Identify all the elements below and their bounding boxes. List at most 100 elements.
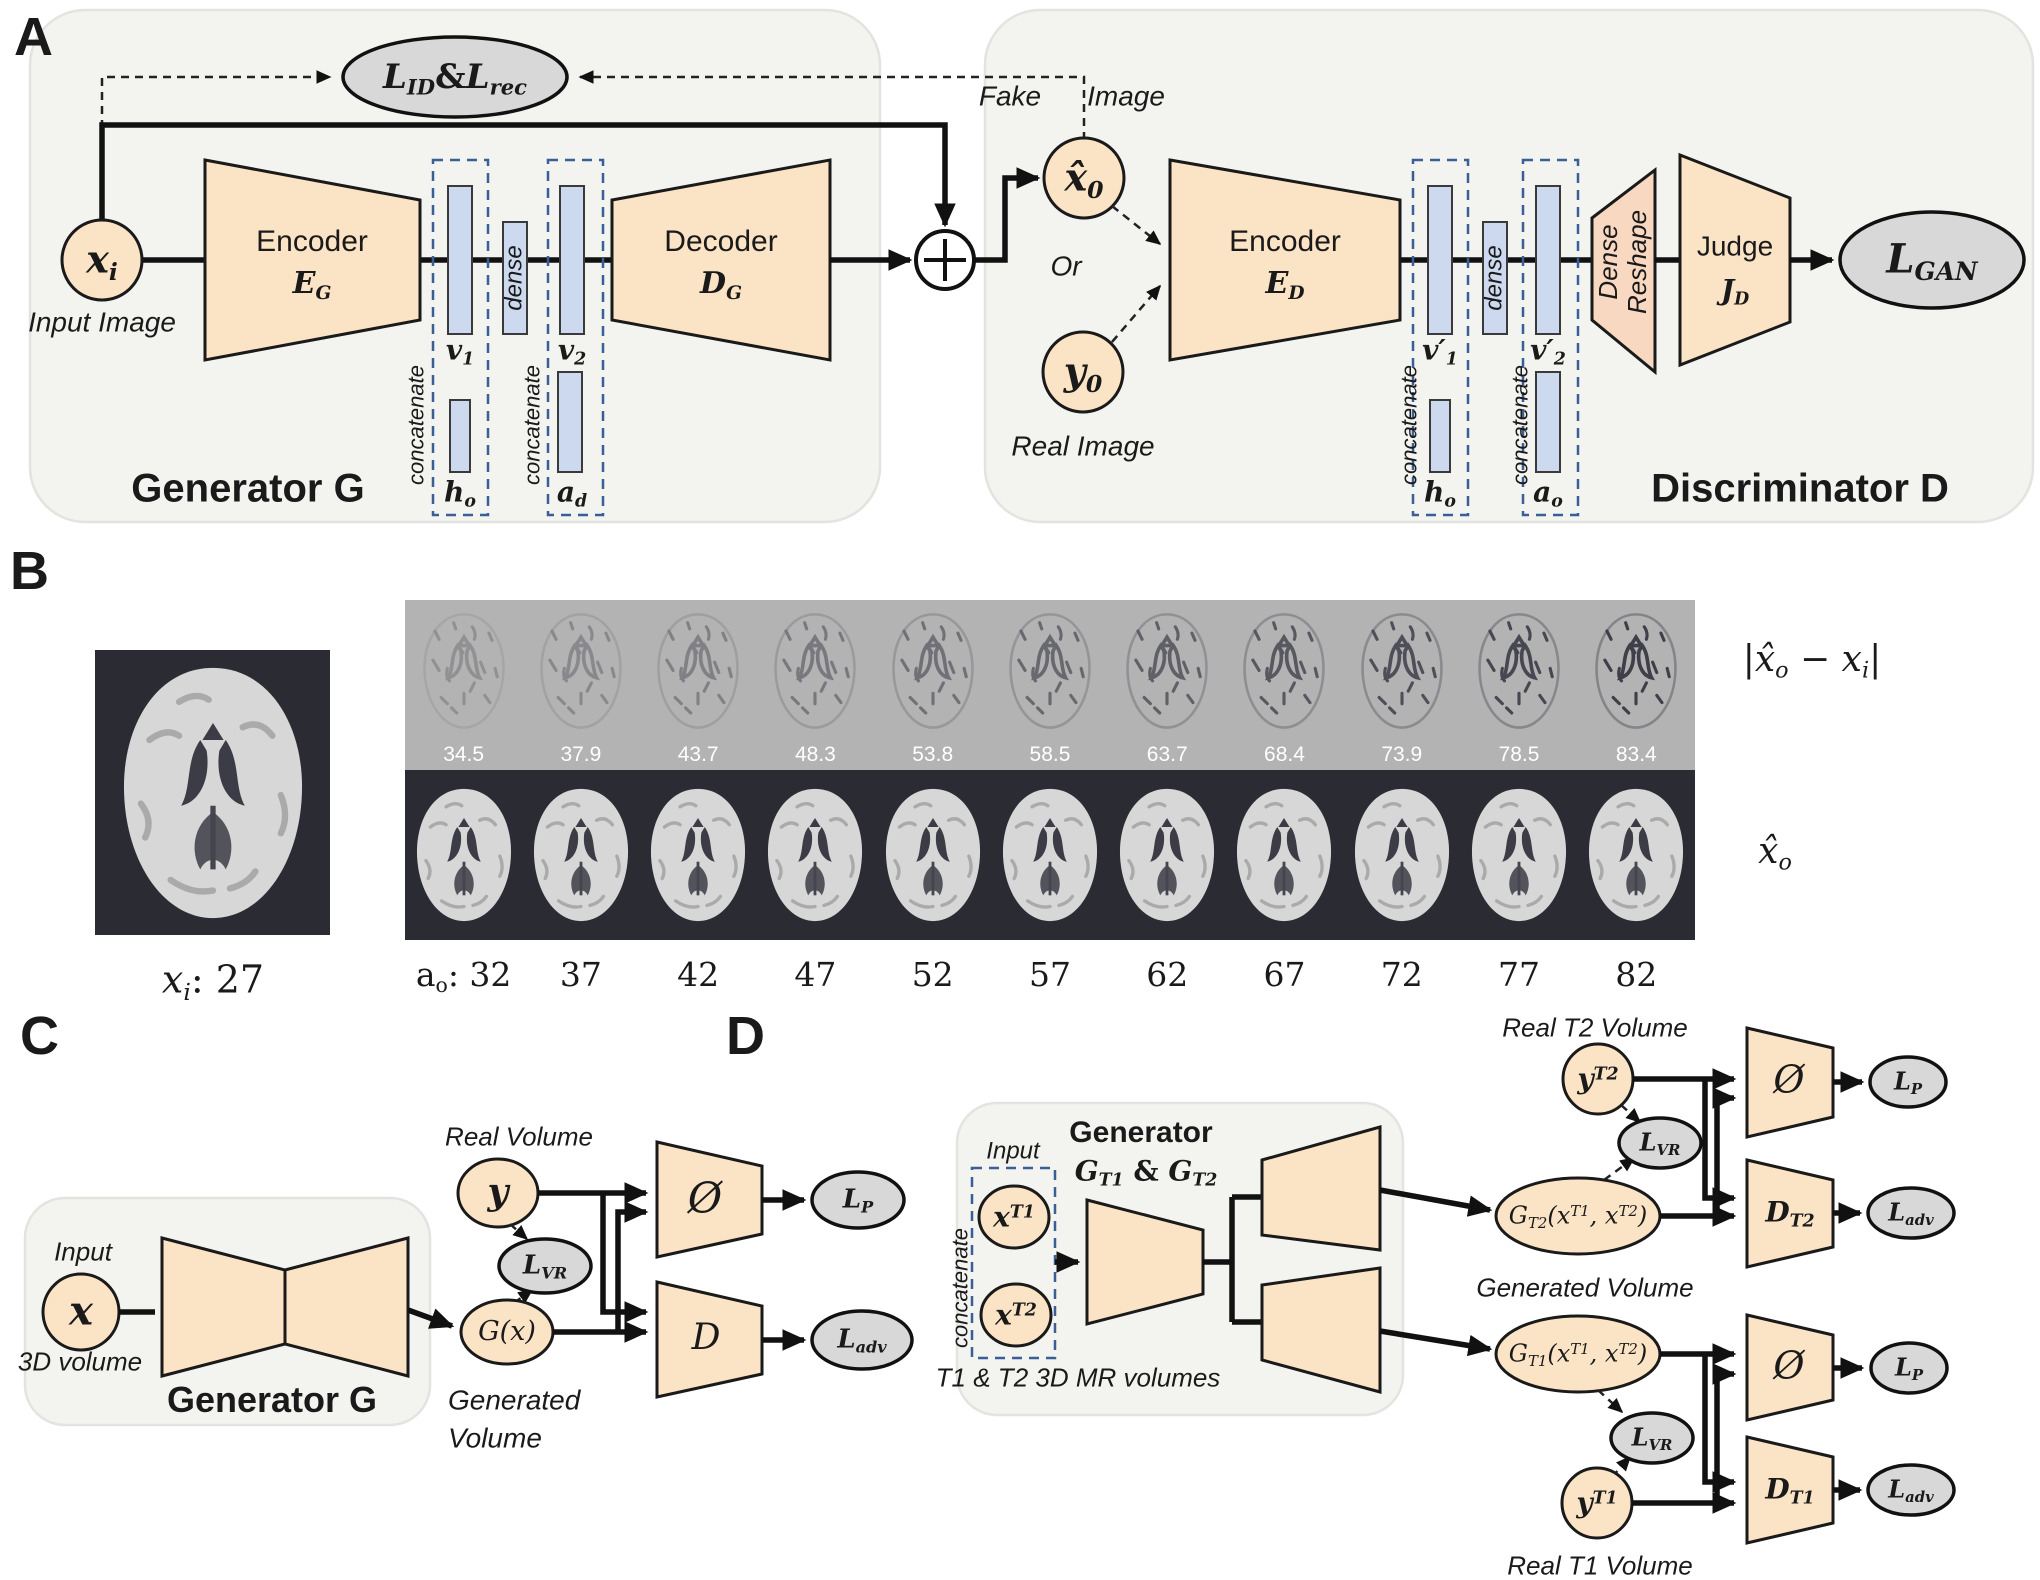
discriminator-panel-box (983, 8, 2035, 524)
loss-vr-node (497, 1237, 593, 1295)
loss-adv-t1-node (1866, 1463, 1956, 1517)
target-age-label: 72 (1380, 954, 1423, 994)
gt2-to-phi-arrow (1712, 1087, 1737, 1216)
target-age-label: 37 (559, 954, 602, 994)
predicted-age-value: 34.5 (443, 743, 485, 766)
c-x-label: x (69, 1287, 93, 1335)
diff-map-cell: 34.5 (405, 600, 522, 770)
target-age-label: 67 (1263, 954, 1306, 994)
d-generator-title-2: GT1 & GT2 (1074, 1154, 1218, 1191)
ed-label: ED (1265, 266, 1305, 304)
fake-label: Fake (978, 80, 1042, 112)
or-label: Or (1050, 250, 1082, 282)
generated-brain-cell (640, 770, 757, 940)
d-yt2-label: yT2 (1577, 1062, 1619, 1096)
target-age-label: 57 (1028, 954, 1071, 994)
loss-id-rec-node (341, 35, 569, 119)
predicted-age-value: 37.9 (560, 743, 602, 766)
target-age-label: 52 (911, 954, 954, 994)
ho-label: ho (444, 475, 476, 512)
loss-p-t2-node (1868, 1055, 1948, 1109)
d-shared-encoder-trapezoid (1085, 1198, 1205, 1326)
d-input-label: Input (986, 1137, 1040, 1165)
diff-map-cell: 53.8 (874, 600, 991, 770)
generated-brain-cell (1343, 770, 1460, 940)
d-gt1-expr-label: GT1(xT1, xT2) (1508, 1339, 1648, 1371)
phi-t2-trapezoid (1745, 1026, 1835, 1139)
diff-map-cell: 73.9 (1343, 600, 1460, 770)
generated-brain-cell (405, 770, 522, 940)
loss-adv-node (810, 1309, 914, 1371)
d-generated-volume-label: Generated Volume (1476, 1272, 1694, 1303)
diff-map-cell: 68.4 (1226, 600, 1343, 770)
yt1-to-phi-arrow (1712, 1363, 1737, 1503)
c-3d-volume-label: 3D volume (17, 1346, 143, 1377)
output-row-label: x̂o (1758, 830, 1792, 876)
judge-label: Judge (1696, 230, 1774, 262)
c-ladv-label: Ladv (837, 1324, 887, 1357)
predicted-age-value: 83.4 (1615, 743, 1657, 766)
panel-d-letter: D (726, 1006, 765, 1066)
d-xt2-label: xT2 (995, 1298, 1037, 1332)
ao-bar (1535, 371, 1561, 473)
sum-to-fake-arrow (974, 167, 1041, 263)
panel-b-letter: B (10, 541, 49, 601)
diff-map-cell: 63.7 (1109, 600, 1226, 770)
dense2-bar (1482, 221, 1508, 335)
y0-label: y0 (1063, 348, 1103, 398)
loss-vr-t1-node (1609, 1411, 1695, 1465)
generator-to-gx-arrow (407, 1307, 455, 1329)
t2-decoder-trapezoid (1260, 1125, 1382, 1252)
decoder-label: Decoder (664, 225, 778, 259)
dense-reshape-trapezoid (1590, 166, 1657, 376)
jd-label: JD (1720, 273, 1750, 310)
encoder-d-label: Encoder (1229, 225, 1341, 259)
predicted-age-value: 63.7 (1146, 743, 1188, 766)
xhat0-label: x̂0 (1064, 154, 1104, 204)
d-real-t2-label: Real T2 Volume (1502, 1012, 1688, 1043)
d-xt1-label: xT1 (993, 1200, 1035, 1234)
c-generated-label-2: Volume (448, 1422, 542, 1454)
real-image-node (1041, 330, 1125, 414)
loss-id-rec-label: LID&Lrec (382, 56, 528, 100)
c-real-volume-label: Real Volume (445, 1121, 593, 1152)
d-gt2-expr-label: GT2(xT1, xT2) (1508, 1201, 1648, 1233)
generated-brain-cell (874, 770, 991, 940)
dt1-trapezoid (1745, 1435, 1835, 1545)
xi-label: xi (86, 236, 118, 286)
v2p-bar (1535, 185, 1561, 335)
skip-connection-line (99, 122, 956, 228)
c-generator-title: Generator G (166, 1378, 378, 1420)
t1-decoder-trapezoid (1260, 1266, 1382, 1394)
target-age-label: 47 (794, 954, 837, 994)
d-ladv2-label: Ladv (1888, 1474, 1934, 1507)
diff-map-cell: 83.4 (1578, 600, 1695, 770)
input-image-node (60, 218, 144, 302)
c-input-label: Input (54, 1236, 112, 1267)
diff-map-cell: 78.5 (1460, 600, 1577, 770)
loss-p-node (810, 1170, 906, 1230)
real-to-encoder-dashed (1111, 284, 1161, 343)
dg-label: DG (700, 266, 742, 304)
generated-brain-cell (991, 770, 1108, 940)
v1-label: v1 (445, 333, 475, 370)
loss-p-t1-node (1869, 1341, 1949, 1395)
diff-map-cell: 43.7 (640, 600, 757, 770)
discriminator-title: Discriminator D (1651, 466, 1949, 511)
dashed-feedback-right (578, 70, 1086, 140)
dense-bar (502, 221, 528, 335)
c-decoder-trapezoid (283, 1236, 410, 1378)
v1-bar (447, 185, 473, 335)
fake-image-node (1042, 136, 1126, 220)
concatenate-label-2: concatenate (519, 365, 545, 485)
yt2-to-lvr-dashed (1620, 1104, 1642, 1124)
panel-c-letter: C (20, 1006, 59, 1066)
predicted-age-value: 73.9 (1381, 743, 1423, 766)
diff-row-label: |x̂o − xi| (1742, 638, 1882, 684)
input-brain-image (95, 650, 330, 935)
predicted-age-value: 48.3 (794, 743, 836, 766)
y-to-d-arrow (600, 1193, 649, 1323)
dense2-label: dense (1480, 245, 1508, 311)
dt2-trapezoid (1745, 1158, 1835, 1269)
